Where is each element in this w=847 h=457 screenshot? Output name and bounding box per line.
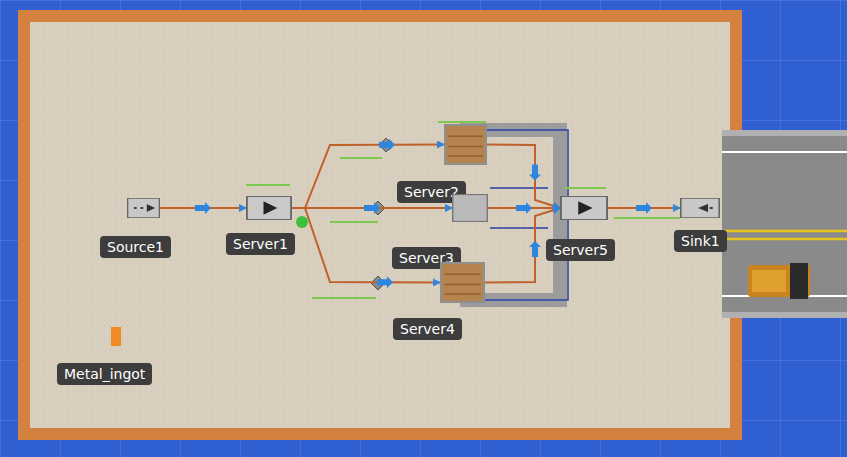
object-label: Source1	[100, 236, 171, 258]
direction-chevron	[377, 276, 393, 288]
direction-chevron	[516, 202, 532, 214]
object-label: Server4	[393, 318, 462, 340]
simio-object: Server5	[560, 196, 608, 220]
direction-chevron	[636, 202, 652, 214]
direction-chevron	[364, 202, 380, 214]
simio-object: Server3	[452, 194, 488, 222]
direction-chevron	[195, 202, 211, 214]
simio-object: Server1	[246, 196, 292, 220]
simio-object: Sink1	[680, 198, 720, 218]
object-label: Server1	[226, 233, 295, 255]
direction-chevron	[529, 165, 541, 181]
object-label: Server5	[546, 239, 615, 261]
object-label: Sink1	[674, 230, 727, 252]
object-label: Metal_ingot	[57, 363, 152, 385]
direction-chevron	[379, 139, 395, 151]
direction-chevron	[529, 241, 541, 257]
simio-object: Server4	[440, 262, 485, 303]
path-connector	[487, 145, 560, 209]
simio-object: Source1	[127, 198, 160, 218]
simio-object: Metal_ingot	[111, 327, 121, 346]
simio-object: Server2	[444, 124, 487, 165]
path-connector	[292, 208, 440, 283]
